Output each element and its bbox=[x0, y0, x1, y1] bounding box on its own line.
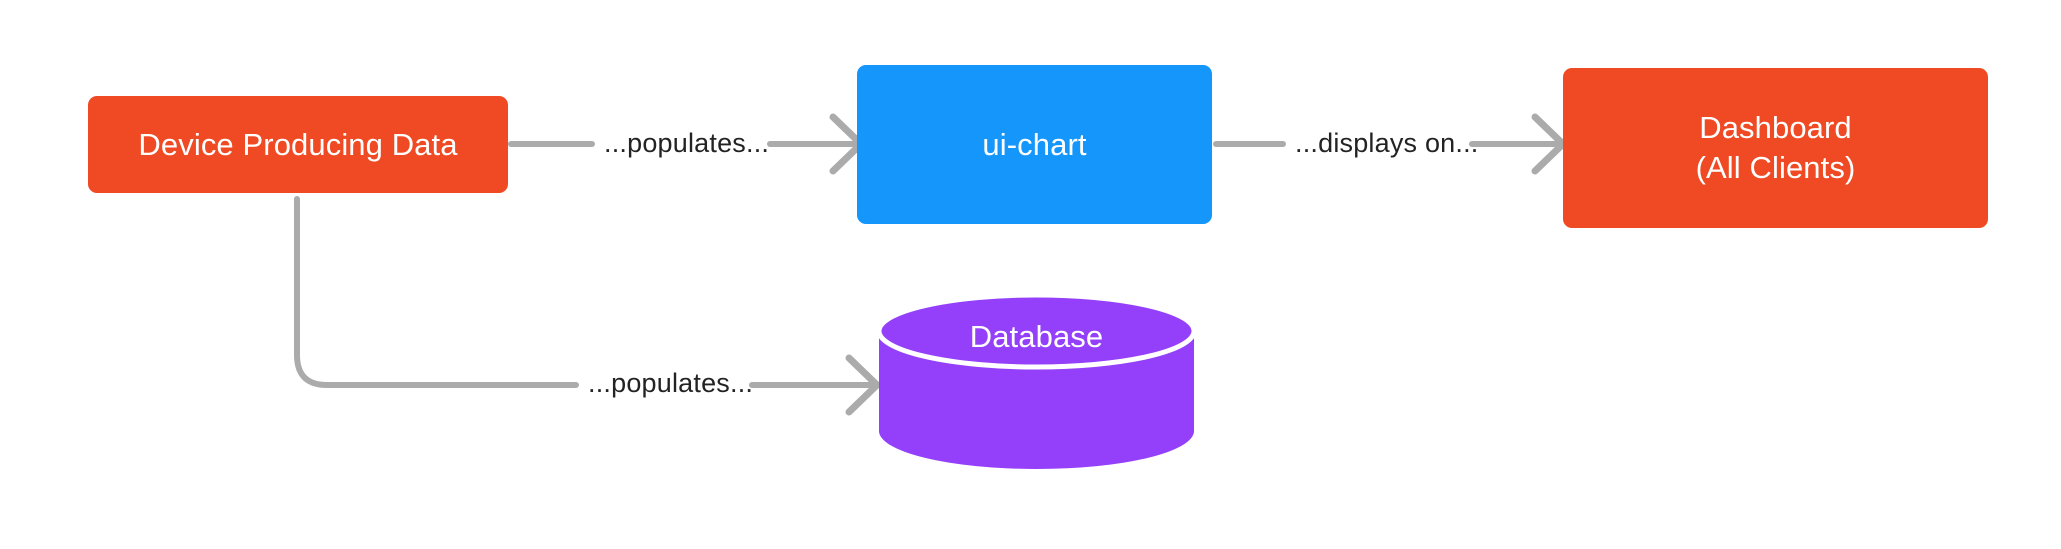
edge-label-populates-chart: ...populates... bbox=[604, 128, 770, 158]
node-ui-chart[interactable]: ui-chart bbox=[857, 65, 1212, 224]
cylinder-icon bbox=[877, 293, 1196, 469]
node-device-producing-data[interactable]: Device Producing Data bbox=[88, 96, 508, 193]
node-dashboard[interactable]: Dashboard (All Clients) bbox=[1563, 68, 1988, 228]
arrowhead-icon bbox=[845, 354, 881, 416]
node-label: ui-chart bbox=[982, 126, 1087, 162]
node-database[interactable]: Database bbox=[877, 293, 1196, 469]
node-label: Device Producing Data bbox=[138, 126, 458, 162]
node-label: Dashboard (All Clients) bbox=[1695, 110, 1856, 185]
edge-label-displays-on: ...displays on... bbox=[1295, 128, 1479, 158]
node-label: Database bbox=[969, 319, 1104, 354]
edge-label-populates-database: ...populates... bbox=[588, 368, 754, 398]
edge-elbow-path bbox=[294, 196, 579, 388]
cylinder-body bbox=[879, 331, 1194, 469]
cylinder-top-ellipse bbox=[877, 293, 1196, 370]
edge-device-to-database bbox=[294, 196, 883, 416]
